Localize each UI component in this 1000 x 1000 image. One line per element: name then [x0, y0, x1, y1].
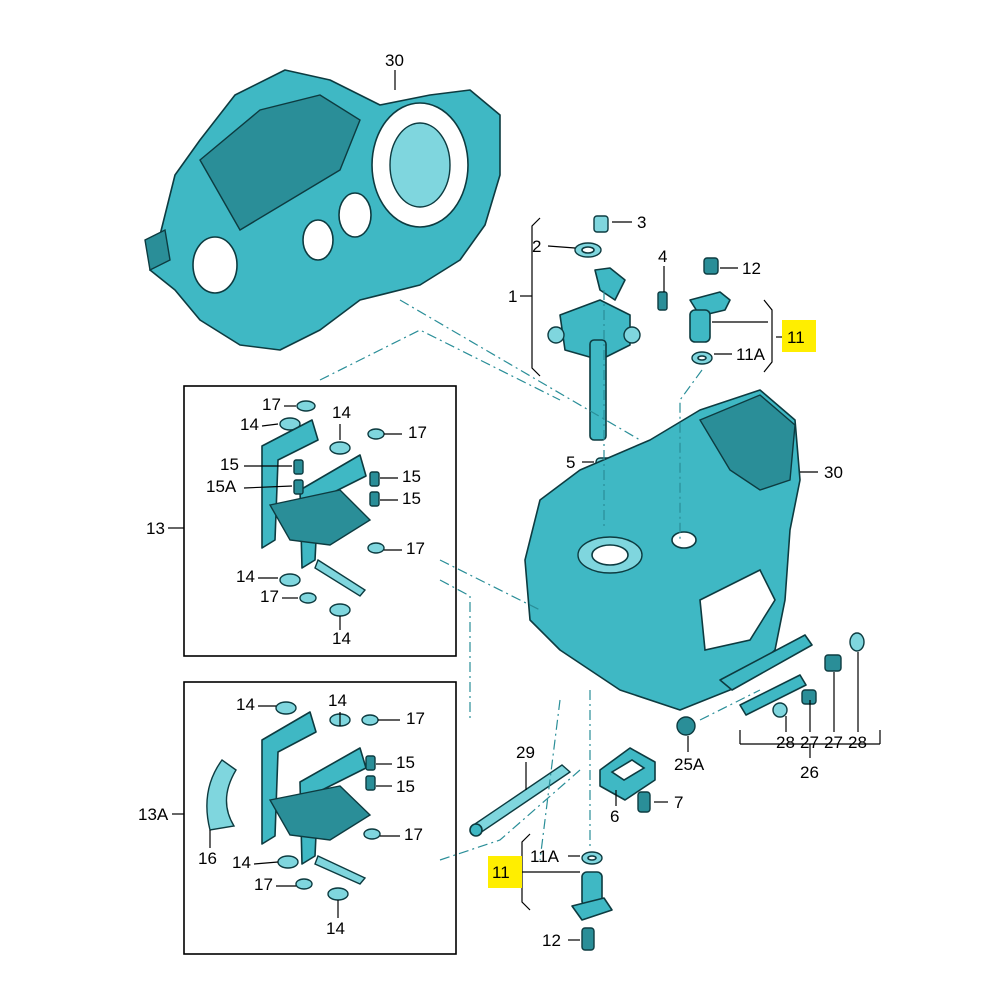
callout-b2-14d: 14	[326, 919, 345, 938]
callout-25A: 25A	[674, 755, 705, 774]
callout-2: 2	[532, 237, 541, 256]
callout-b2-14c: 14	[232, 853, 251, 872]
callout-b1-17c: 17	[406, 539, 425, 558]
transmission-housing-lower	[524, 389, 801, 736]
callout-4: 4	[658, 247, 667, 266]
box-13A	[183, 681, 457, 955]
callout-labels: 30 3 2 1 4 12 11 11A 5 30 13 13A 29 25A …	[138, 51, 867, 950]
callout-11A-top: 11A	[736, 345, 766, 364]
callout-b1-14b: 14	[332, 403, 351, 422]
callout-29: 29	[516, 743, 535, 762]
plug-25A	[676, 716, 696, 736]
shift-fork-set-13	[261, 400, 385, 617]
callout-b2-14b: 14	[328, 691, 347, 710]
callout-6: 6	[610, 807, 619, 826]
cover-plate-6	[599, 747, 656, 813]
guide-sleeve-upper	[689, 257, 731, 365]
callout-b2-14a: 14	[236, 695, 255, 714]
box-label-leaders	[243, 405, 402, 918]
callout-11-bottom: 11	[492, 863, 510, 882]
shift-fork-set-13A	[206, 701, 381, 901]
callout-b1-17d: 17	[260, 587, 279, 606]
callout-3: 3	[637, 213, 646, 232]
callout-13: 13	[146, 519, 165, 538]
assembly-lines	[319, 290, 761, 861]
callout-b1-17a: 17	[262, 395, 281, 414]
box-13	[183, 385, 457, 657]
callout-12-top: 12	[742, 259, 761, 278]
bolt-12-top	[703, 257, 719, 275]
bolt-4	[657, 291, 668, 311]
bolt-7	[637, 791, 651, 813]
clip-16	[206, 759, 237, 831]
callout-28a: 28	[776, 733, 795, 752]
callout-b1-15A: 15A	[206, 477, 237, 496]
bolt-12-bot	[581, 927, 595, 951]
callout-b2-17b: 17	[404, 825, 423, 844]
callout-11-top: 11	[787, 328, 805, 347]
callout-b1-14d: 14	[332, 629, 351, 648]
callout-b2-15a: 15	[396, 753, 415, 772]
callout-13A: 13A	[138, 805, 169, 824]
callout-5: 5	[566, 453, 575, 472]
callout-16: 16	[198, 849, 217, 868]
callout-b1-15c: 15	[402, 489, 421, 508]
callout-30-mid: 30	[824, 463, 843, 482]
selector-shaft-assembly	[547, 215, 668, 473]
cap-3	[593, 215, 609, 233]
callout-28b: 28	[848, 733, 867, 752]
callout-1: 1	[508, 287, 517, 306]
highlight-11-bottom	[488, 856, 522, 888]
callout-b1-14a: 14	[240, 415, 259, 434]
callout-b1-15a: 15	[220, 455, 239, 474]
lever-set	[719, 632, 865, 718]
callout-7: 7	[674, 793, 683, 812]
callout-30-top: 30	[385, 51, 404, 70]
guide-sleeve-lower	[571, 851, 613, 951]
callout-b1-17b: 17	[408, 423, 427, 442]
callout-b2-17a: 17	[406, 709, 425, 728]
callout-b2-17c: 17	[254, 875, 273, 894]
highlight-11-top	[782, 320, 816, 352]
guide-rod-29	[469, 764, 572, 837]
callout-27a: 27	[800, 733, 819, 752]
transmission-housing-upper	[144, 69, 501, 351]
callout-26: 26	[800, 763, 819, 782]
callout-b1-15b: 15	[402, 467, 421, 486]
callout-12-bottom: 12	[542, 931, 561, 950]
callout-27b: 27	[824, 733, 843, 752]
callout-b2-15b: 15	[396, 777, 415, 796]
callout-11A-bottom: 11A	[530, 847, 560, 866]
callout-b1-14c: 14	[236, 567, 255, 586]
